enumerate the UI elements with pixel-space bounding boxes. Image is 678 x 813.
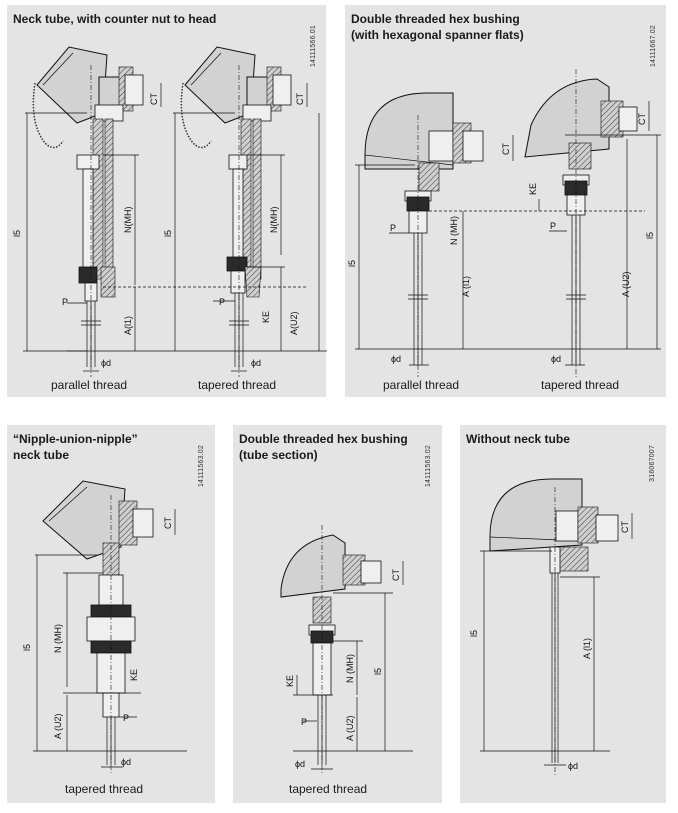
panel-title: Double threaded hex bushing (with hexago… [351, 12, 524, 42]
label-l5-right: l5 [163, 230, 173, 237]
caption-tapered-thread: tapered thread [289, 782, 368, 796]
label-l5: l5 [22, 644, 32, 651]
panel-hex-bushing-tube-section: Double threaded hex bushing (tube sectio… [233, 425, 442, 803]
no-neck-tube-drawing: l5 A (l1) CT ϕd [469, 478, 633, 775]
label-a-l1: A(l1) [123, 316, 133, 335]
label-p: P [390, 223, 396, 233]
label-ke: KE [129, 669, 139, 681]
caption-tapered-thread: tapered thread [198, 378, 277, 392]
panel-double-threaded-hex-bushing: Double threaded hex bushing (with hexago… [345, 5, 666, 397]
label-ct: CT [620, 521, 630, 533]
label-ct: CT [501, 143, 511, 155]
label-ct: CT [391, 569, 401, 581]
assembly-parallel-thread [32, 46, 144, 377]
panel-title: Double threaded hex bushing (tube sectio… [239, 432, 408, 462]
label-a-u2: A (U2) [53, 713, 63, 739]
assembly-tapered-thread [524, 69, 638, 377]
dimension-lines [355, 101, 661, 366]
label-p: P [123, 713, 129, 723]
label-a-l1: A (l1) [582, 638, 592, 659]
label-l5: l5 [469, 630, 479, 637]
label-n-mh: N (MH) [449, 216, 459, 245]
label-phid: ϕd [568, 761, 578, 771]
panel-nipple-union-nipple: “Nipple-union-nipple” neck tube 14111563… [7, 425, 215, 803]
label-phid: ϕd [101, 358, 111, 368]
label-n-mh: N (MH) [53, 624, 63, 653]
label-a-l1: A (l1) [461, 276, 471, 297]
label-l5: l5 [12, 230, 22, 237]
label-phid: ϕd [295, 759, 305, 769]
tube-section-drawing: KE N (MH) A (U2) l5 CT P ϕd [280, 525, 413, 775]
label-ke: KE [261, 311, 271, 323]
panel-title: “Nipple-union-nipple” neck tube [13, 432, 138, 462]
assembly-parallel-thread [364, 92, 484, 377]
label-n-mh: N (MH) [345, 654, 355, 683]
label-phid-right: ϕd [251, 358, 261, 368]
label-l5: l5 [347, 260, 357, 267]
label-l5: l5 [373, 668, 383, 675]
dimension-lines [23, 83, 327, 372]
label-a-u2: A (U2) [621, 271, 631, 297]
caption-parallel-thread: parallel thread [51, 378, 128, 392]
panel-title: Without neck tube [466, 432, 570, 446]
neck-tube-drawing: l5 N(MH) A(l1) CT P ϕd l5 N(MH) A(U2) CT… [12, 46, 327, 377]
caption-tapered-thread: tapered thread [541, 378, 620, 392]
label-a-u2: A(U2) [289, 311, 299, 335]
label-ke: KE [285, 675, 295, 687]
label-a-u2: A (U2) [345, 715, 355, 741]
panel-title: Neck tube, with counter nut to head [13, 12, 217, 26]
label-ct-right: CT [295, 93, 305, 105]
label-phid: ϕd [121, 757, 131, 767]
label-p-right: P [550, 221, 556, 231]
label-ke: KE [528, 183, 538, 195]
label-phid-right: ϕd [551, 354, 561, 364]
caption-parallel-thread: parallel thread [383, 378, 460, 392]
label-ct: CT [163, 517, 173, 529]
label-phid: ϕd [391, 354, 401, 364]
label-n-mh: N(MH) [123, 207, 133, 234]
caption-tapered-thread: tapered thread [65, 782, 144, 796]
panel-neck-tube-counter-nut: Neck tube, with counter nut to head 1411… [7, 5, 327, 397]
panel-without-neck-tube: Without neck tube 316067007 l5 A (l1) CT… [460, 425, 666, 803]
label-p: P [62, 297, 68, 307]
assembly-tapered-thread [180, 46, 292, 377]
label-ct-right: CT [637, 113, 647, 125]
label-l5-right: l5 [645, 232, 655, 239]
nipple-union-drawing: l5 N (MH) A (U2) CT P KE ϕd [22, 480, 187, 775]
label-p-right: P [219, 297, 225, 307]
label-p: P [301, 717, 307, 727]
label-ct: CT [149, 93, 159, 105]
label-n-mh-right: N(MH) [269, 207, 279, 234]
hex-bushing-drawing: l5 N (MH) A (l1) CT P ϕd KE P A (U2) CT … [347, 69, 661, 377]
